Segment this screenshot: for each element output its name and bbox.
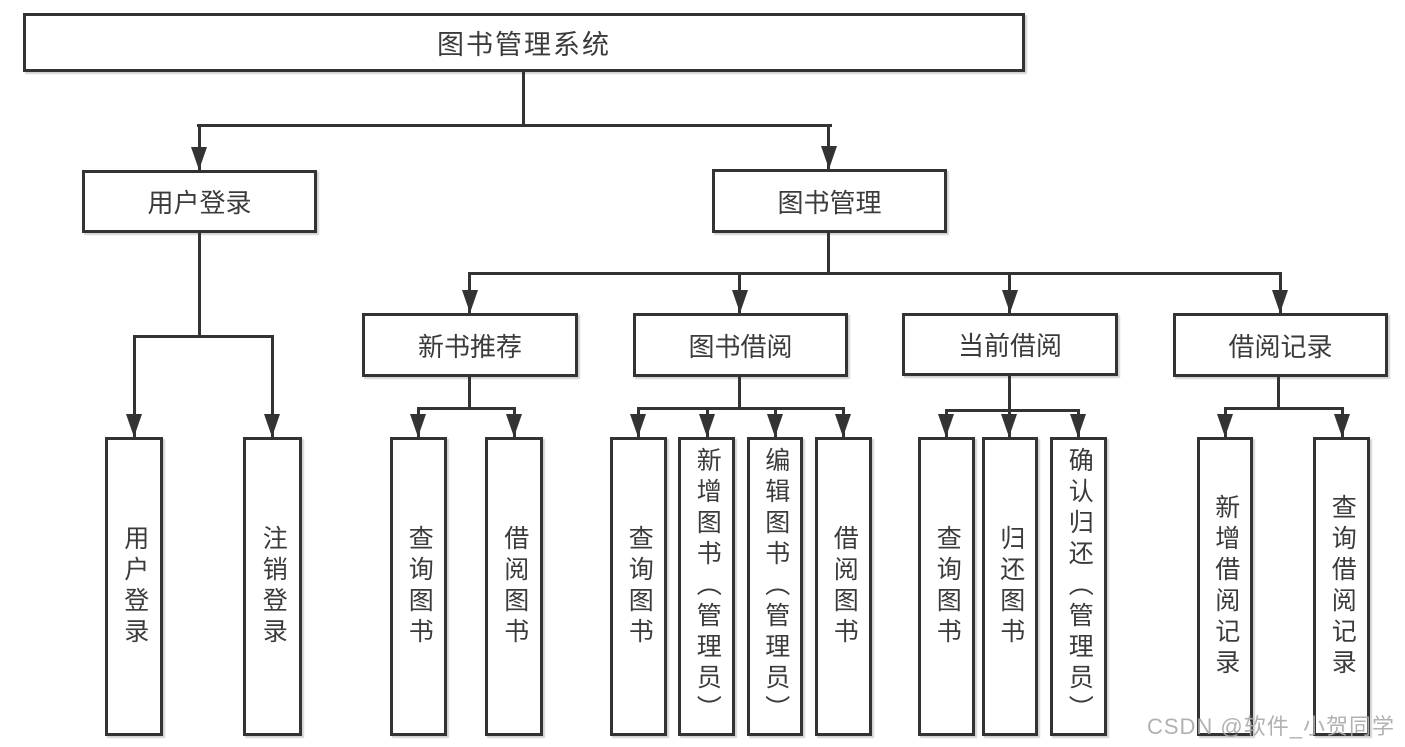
node-book-borrow-label: 图书借阅 xyxy=(688,331,793,362)
leaf-borrow-query-books-label: 查询图书 xyxy=(625,524,654,649)
leaf-newbook-borrow-books: 借阅图书 xyxy=(485,437,543,736)
arrow-down-icon xyxy=(767,414,783,437)
connector-line xyxy=(197,124,832,127)
arrow-down-icon xyxy=(1217,414,1233,437)
arrow-down-icon xyxy=(630,414,646,437)
leaf-confirm-return-admin-label: 确认归还（管理员） xyxy=(1065,447,1094,726)
connector-line xyxy=(133,335,136,437)
leaf-confirm-return-admin: 确认归还（管理员） xyxy=(1050,437,1107,736)
arrow-down-icon xyxy=(938,414,954,437)
connector-line xyxy=(271,335,274,437)
connector-line xyxy=(468,375,471,410)
csdn-watermark: CSDN @软件_小贺同学 xyxy=(1146,714,1395,739)
leaf-current-query-books: 查询图书 xyxy=(918,437,975,736)
node-new-book-recommend-label: 新书推荐 xyxy=(417,331,522,362)
arrow-down-icon xyxy=(191,147,207,170)
leaf-user-login-label: 用户登录 xyxy=(120,524,149,649)
leaf-logout-login: 注销登录 xyxy=(243,437,302,736)
connector-line xyxy=(637,407,845,410)
arrow-down-icon xyxy=(126,414,142,437)
connector-line xyxy=(1277,375,1280,410)
leaf-newbook-borrow-books-label: 借阅图书 xyxy=(500,524,529,649)
node-book-borrow: 图书借阅 xyxy=(633,313,848,377)
leaf-return-book-label: 归还图书 xyxy=(996,524,1025,649)
arrow-down-icon xyxy=(410,414,426,437)
connector-line xyxy=(417,407,516,410)
leaf-add-borrow-record-label: 新增借阅记录 xyxy=(1211,493,1240,680)
leaf-borrow-book-label: 借阅图书 xyxy=(830,524,859,649)
connector-line xyxy=(522,70,525,126)
leaf-current-query-books-label: 查询图书 xyxy=(933,524,962,649)
arrow-down-icon xyxy=(1070,414,1086,437)
node-user-login-label: 用户登录 xyxy=(147,188,252,218)
leaf-return-book: 归还图书 xyxy=(982,437,1038,736)
connector-line xyxy=(133,335,274,338)
connector-line xyxy=(827,231,830,275)
arrow-down-icon xyxy=(835,414,851,437)
arrow-down-icon xyxy=(462,290,478,313)
connector-line xyxy=(1008,375,1011,412)
node-borrow-record-label: 借阅记录 xyxy=(1228,331,1333,362)
leaf-edit-book-admin: 编辑图书（管理员） xyxy=(747,437,803,736)
connector-line xyxy=(738,375,741,410)
leaf-query-borrow-record: 查询借阅记录 xyxy=(1313,437,1370,736)
arrow-down-icon xyxy=(1334,414,1350,437)
node-new-book-recommend: 新书推荐 xyxy=(362,313,578,377)
node-current-borrow: 当前借阅 xyxy=(902,313,1118,376)
leaf-borrow-book: 借阅图书 xyxy=(815,437,872,736)
node-book-management: 图书管理 xyxy=(712,169,947,233)
arrow-down-icon xyxy=(1272,290,1288,313)
leaf-query-borrow-record-label: 查询借阅记录 xyxy=(1328,493,1357,680)
node-root: 图书管理系统 xyxy=(23,13,1025,72)
arrow-down-icon xyxy=(506,414,522,437)
leaf-newbook-query-books-label: 查询图书 xyxy=(405,524,434,649)
arrow-down-icon xyxy=(821,146,837,169)
node-book-management-label: 图书管理 xyxy=(777,187,882,218)
connector-line xyxy=(468,272,1282,275)
connector-line xyxy=(198,230,201,338)
leaf-user-login: 用户登录 xyxy=(105,437,163,736)
node-borrow-record: 借阅记录 xyxy=(1173,313,1388,377)
connector-line xyxy=(945,409,1080,412)
leaf-logout-login-label: 注销登录 xyxy=(259,524,288,649)
leaf-add-book-admin: 新增图书（管理员） xyxy=(678,437,735,736)
leaf-edit-book-admin-label: 编辑图书（管理员） xyxy=(761,447,790,726)
leaf-add-book-admin-label: 新增图书（管理员） xyxy=(693,447,722,726)
arrow-down-icon xyxy=(1001,414,1017,437)
leaf-add-borrow-record: 新增借阅记录 xyxy=(1197,437,1253,736)
node-current-borrow-label: 当前借阅 xyxy=(957,331,1062,361)
arrow-down-icon xyxy=(264,414,280,437)
leaf-newbook-query-books: 查询图书 xyxy=(390,437,447,736)
node-user-login: 用户登录 xyxy=(82,170,317,233)
arrow-down-icon xyxy=(1002,290,1018,313)
arrow-down-icon xyxy=(732,290,748,313)
arrow-down-icon xyxy=(699,414,715,437)
node-root-label: 图书管理系统 xyxy=(437,30,611,60)
leaf-borrow-query-books: 查询图书 xyxy=(610,437,667,736)
connector-line xyxy=(1224,407,1343,410)
